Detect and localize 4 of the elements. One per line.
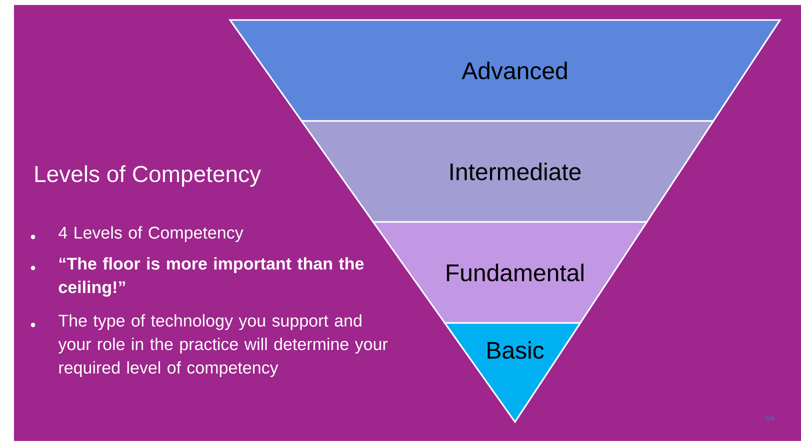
bullet-point: 4 Levels of Competency xyxy=(30,226,244,242)
bullet-point: “The floor is more important than the ceiling!” xyxy=(30,257,364,297)
heading: Levels of Competency xyxy=(35,165,262,187)
page-number: 64 xyxy=(766,415,774,421)
